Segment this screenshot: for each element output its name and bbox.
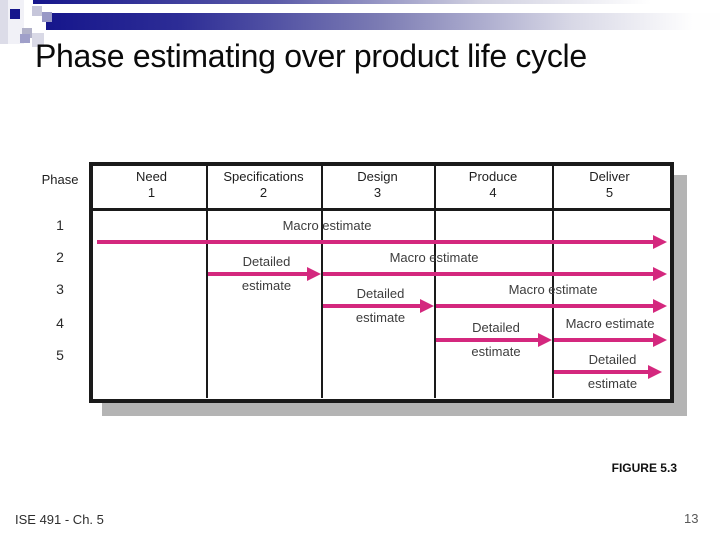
detailed-estimate-label-line1: Detailed xyxy=(472,320,520,335)
column-divider xyxy=(206,166,208,398)
arrow-head xyxy=(538,333,552,347)
macro-estimate-arrow xyxy=(436,304,655,308)
deco-square xyxy=(32,33,44,47)
column-header-number: 2 xyxy=(259,185,268,200)
deco-left-strip xyxy=(0,0,8,44)
detailed-estimate-label-line1: Detailed xyxy=(356,286,405,301)
column-divider xyxy=(552,166,554,398)
row-number: 3 xyxy=(56,281,64,297)
arrow-head xyxy=(648,365,662,379)
macro-estimate-label: Macro estimate xyxy=(565,316,655,331)
arrow-head xyxy=(307,267,321,281)
macro-estimate-arrow xyxy=(323,272,655,276)
column-header-name: Specifications xyxy=(223,169,304,184)
column-header-number: 1 xyxy=(147,185,156,200)
arrow-head xyxy=(653,333,667,347)
macro-estimate-arrow xyxy=(554,338,655,342)
column-header-name: Design xyxy=(357,169,398,184)
detailed-estimate-arrow xyxy=(208,272,309,276)
arrow-head xyxy=(653,267,667,281)
deco-square xyxy=(20,34,30,43)
detailed-estimate-label-line1: Detailed xyxy=(588,352,637,367)
figure-caption: FIGURE 5.3 xyxy=(611,461,677,475)
column-divider xyxy=(321,166,323,398)
row-number: 4 xyxy=(56,315,64,331)
macro-estimate-label: Macro estimate xyxy=(282,218,372,233)
detailed-estimate-label-line2: estimate xyxy=(355,310,406,325)
row-number: 1 xyxy=(56,217,64,233)
macro-estimate-label: Macro estimate xyxy=(389,250,479,265)
row-number: 5 xyxy=(56,347,64,363)
detailed-estimate-arrow xyxy=(323,304,422,308)
page-number: 13 xyxy=(684,511,699,526)
detailed-estimate-arrow xyxy=(436,338,540,342)
column-divider xyxy=(434,166,436,398)
arrow-head xyxy=(420,299,434,313)
slide-title: Phase estimating over product life cycle xyxy=(35,38,587,74)
macro-estimate-arrow xyxy=(97,240,655,244)
detailed-estimate-label-line1: Detailed xyxy=(242,254,291,269)
column-header-name: Deliver xyxy=(589,169,630,184)
column-header-name: Need xyxy=(135,169,168,184)
deco-square-navy xyxy=(10,9,20,19)
detailed-estimate-label-line2: estimate xyxy=(587,376,638,391)
deco-square xyxy=(22,28,32,38)
table-header-underline xyxy=(93,208,670,211)
detailed-estimate-label-line2: estimate xyxy=(471,344,521,359)
top-gradient-bar xyxy=(33,0,720,4)
macro-estimate-label: Macro estimate xyxy=(508,282,598,297)
row-number: 2 xyxy=(56,249,64,265)
deco-square xyxy=(32,6,42,16)
column-header-number: 5 xyxy=(605,185,614,200)
arrow-head xyxy=(653,235,667,249)
detailed-estimate-arrow xyxy=(554,370,650,374)
phase-table xyxy=(89,162,674,403)
phase-corner-label: Phase xyxy=(41,172,79,187)
column-header-number: 4 xyxy=(489,185,497,200)
column-header-name: Produce xyxy=(468,169,518,184)
arrow-head xyxy=(653,299,667,313)
detailed-estimate-label-line2: estimate xyxy=(241,278,292,293)
deco-square xyxy=(42,12,52,22)
title-gradient-bar xyxy=(46,13,720,30)
column-header-number: 3 xyxy=(373,185,382,200)
footer-course-label: ISE 491 - Ch. 5 xyxy=(15,512,104,527)
